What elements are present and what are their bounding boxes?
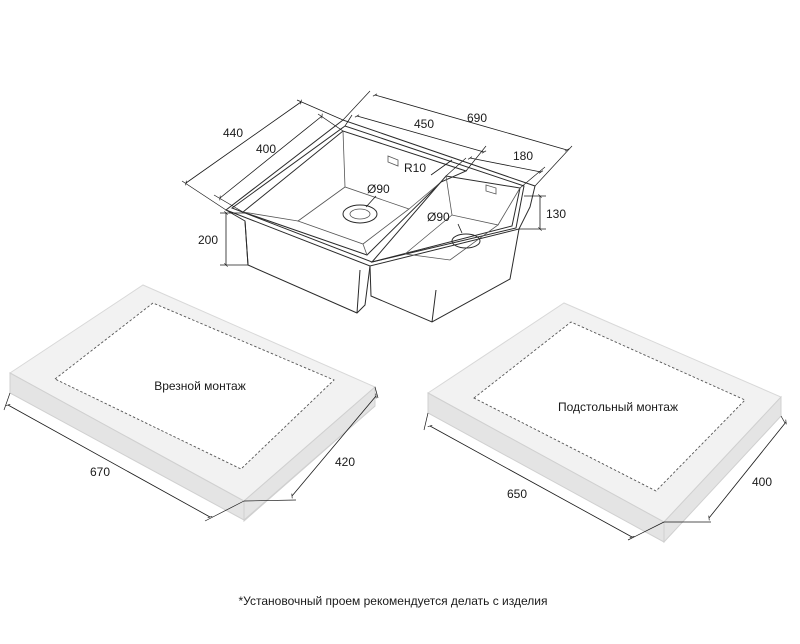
dim-small-drain: Ø90 xyxy=(427,210,450,224)
dim-main-bowl-height: 200 xyxy=(198,233,218,247)
dim-overall-width: 690 xyxy=(467,111,487,125)
footnote: *Установочный проем рекомендуется делать… xyxy=(239,594,548,608)
main-overflow-icon xyxy=(387,155,399,167)
main-bowl-opening xyxy=(241,130,468,256)
undermount-diagram: Подстольный монтаж 650 400 xyxy=(423,302,787,544)
dim-overall-depth: 440 xyxy=(223,126,243,140)
main-bowl-floor xyxy=(297,186,410,245)
small-drain-icon xyxy=(451,233,481,249)
dim-small-bowl-width: 180 xyxy=(513,149,533,163)
main-bowl-body xyxy=(225,209,371,314)
sink-drawing xyxy=(224,119,536,323)
dim-main-bowl-width: 450 xyxy=(414,117,434,131)
dim-main-bowl-depth: 400 xyxy=(256,142,276,156)
sink-rim-inner xyxy=(230,125,525,263)
dim-corner-radius: R10 xyxy=(404,161,426,175)
undermount-label: Подстольный монтаж xyxy=(558,400,678,414)
dim-flush-width: 670 xyxy=(90,465,110,479)
dim-undermount-width: 650 xyxy=(507,487,527,501)
dim-main-drain: Ø90 xyxy=(367,182,390,196)
small-overflow-icon xyxy=(485,184,497,195)
dim-small-bowl-height: 130 xyxy=(546,207,566,221)
dim-flush-depth: 420 xyxy=(335,455,355,469)
sink-dimensions: 440 400 690 450 180 130 200 R10 xyxy=(181,90,573,267)
flush-mount-label: Врезной монтаж xyxy=(154,379,246,393)
main-drain-icon xyxy=(342,204,378,224)
flush-mount-diagram: Врезной монтаж 670 420 xyxy=(3,284,379,523)
dim-undermount-depth: 400 xyxy=(752,475,772,489)
